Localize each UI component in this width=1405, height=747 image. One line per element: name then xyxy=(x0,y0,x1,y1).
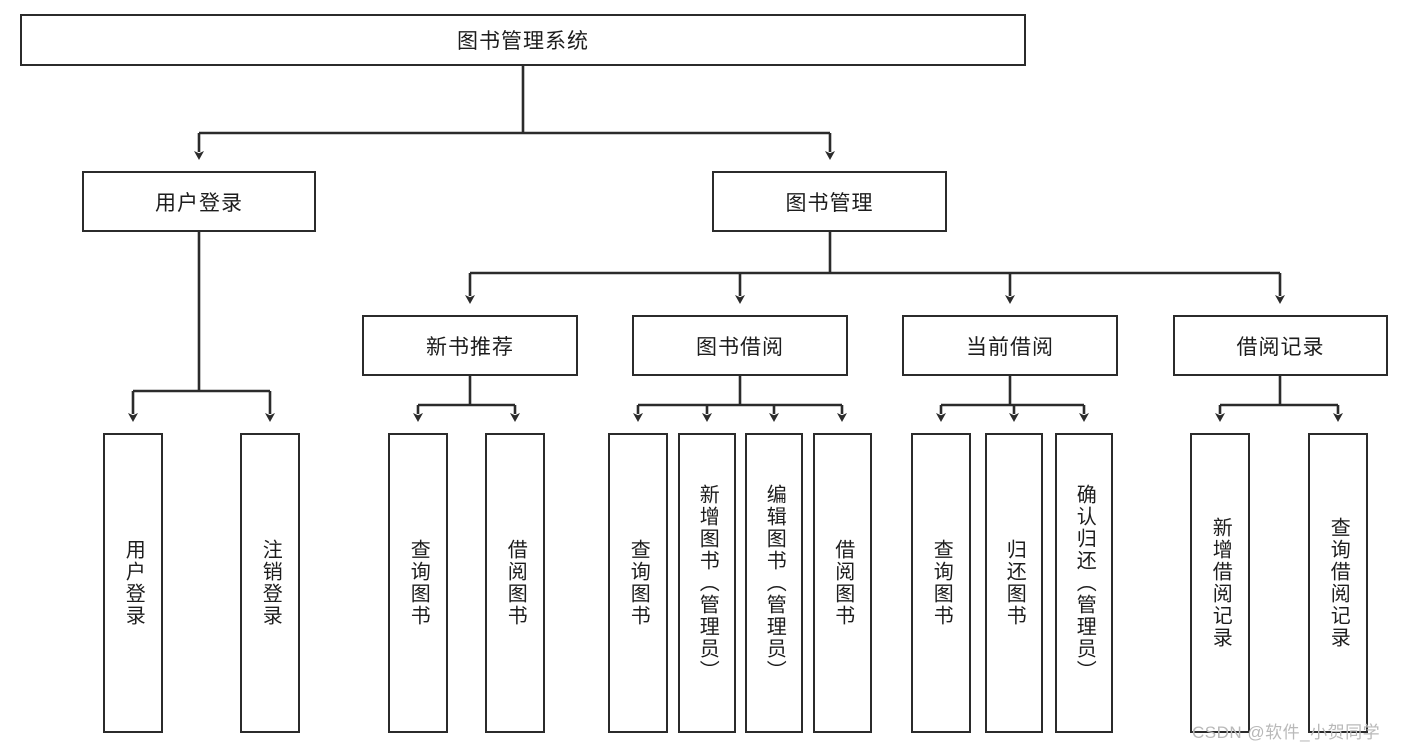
node-root-label: 图书管理系统 xyxy=(457,30,589,53)
node-user-login-label: 用户登录 xyxy=(155,191,243,215)
node-leaf-rec-query2-label: 查询借阅记录 xyxy=(1327,517,1350,649)
csdn-watermark: CSDN @软件_小贺同学 xyxy=(1192,723,1381,742)
node-leaf-borrow-do[interactable]: 借阅图书 xyxy=(813,433,872,733)
node-leaf-borrow-add[interactable]: 新增图书（管理员） xyxy=(678,433,736,733)
node-leaf-user-login-label: 用户登录 xyxy=(122,539,145,627)
node-leaf-borrow-query[interactable]: 查询图书 xyxy=(608,433,668,733)
node-user-login[interactable]: 用户登录 xyxy=(82,171,316,232)
node-current-borrow[interactable]: 当前借阅 xyxy=(902,315,1118,376)
node-leaf-rec-add-label: 新增借阅记录 xyxy=(1209,517,1232,649)
node-leaf-borrow-edit-label: 编辑图书（管理员） xyxy=(763,484,786,682)
node-book-borrow-label: 图书借阅 xyxy=(696,335,784,359)
node-new-book-rec[interactable]: 新书推荐 xyxy=(362,315,578,376)
node-new-book-rec-label: 新书推荐 xyxy=(426,335,514,359)
node-leaf-cur-return[interactable]: 归还图书 xyxy=(985,433,1043,733)
node-leaf-cur-query[interactable]: 查询图书 xyxy=(911,433,971,733)
node-leaf-cur-confirm[interactable]: 确认归还（管理员） xyxy=(1055,433,1113,733)
node-book-manage-label: 图书管理 xyxy=(785,191,874,215)
node-leaf-borrow-do-label: 借阅图书 xyxy=(831,539,854,627)
node-current-borrow-label: 当前借阅 xyxy=(966,335,1054,359)
node-leaf-user-login[interactable]: 用户登录 xyxy=(103,433,163,733)
node-leaf-rec-query2[interactable]: 查询借阅记录 xyxy=(1308,433,1368,733)
node-borrow-record-label: 借阅记录 xyxy=(1236,335,1325,359)
node-leaf-rec-borrow-label: 借阅图书 xyxy=(504,539,527,627)
node-leaf-rec-borrow[interactable]: 借阅图书 xyxy=(485,433,545,733)
node-leaf-borrow-query-label: 查询图书 xyxy=(627,539,650,627)
node-leaf-borrow-add-label: 新增图书（管理员） xyxy=(696,484,719,682)
node-leaf-user-logout[interactable]: 注销登录 xyxy=(240,433,300,733)
node-borrow-record[interactable]: 借阅记录 xyxy=(1173,315,1388,376)
node-book-manage[interactable]: 图书管理 xyxy=(712,171,947,232)
node-leaf-user-logout-label: 注销登录 xyxy=(259,539,282,627)
node-leaf-cur-return-label: 归还图书 xyxy=(1003,539,1026,627)
node-leaf-borrow-edit[interactable]: 编辑图书（管理员） xyxy=(745,433,803,733)
node-leaf-rec-add[interactable]: 新增借阅记录 xyxy=(1190,433,1250,733)
node-root[interactable]: 图书管理系统 xyxy=(20,14,1026,66)
node-book-borrow[interactable]: 图书借阅 xyxy=(632,315,848,376)
node-leaf-rec-query[interactable]: 查询图书 xyxy=(388,433,448,733)
node-leaf-cur-confirm-label: 确认归还（管理员） xyxy=(1073,484,1096,682)
node-leaf-cur-query-label: 查询图书 xyxy=(930,539,953,627)
node-leaf-rec-query-label: 查询图书 xyxy=(407,539,430,627)
